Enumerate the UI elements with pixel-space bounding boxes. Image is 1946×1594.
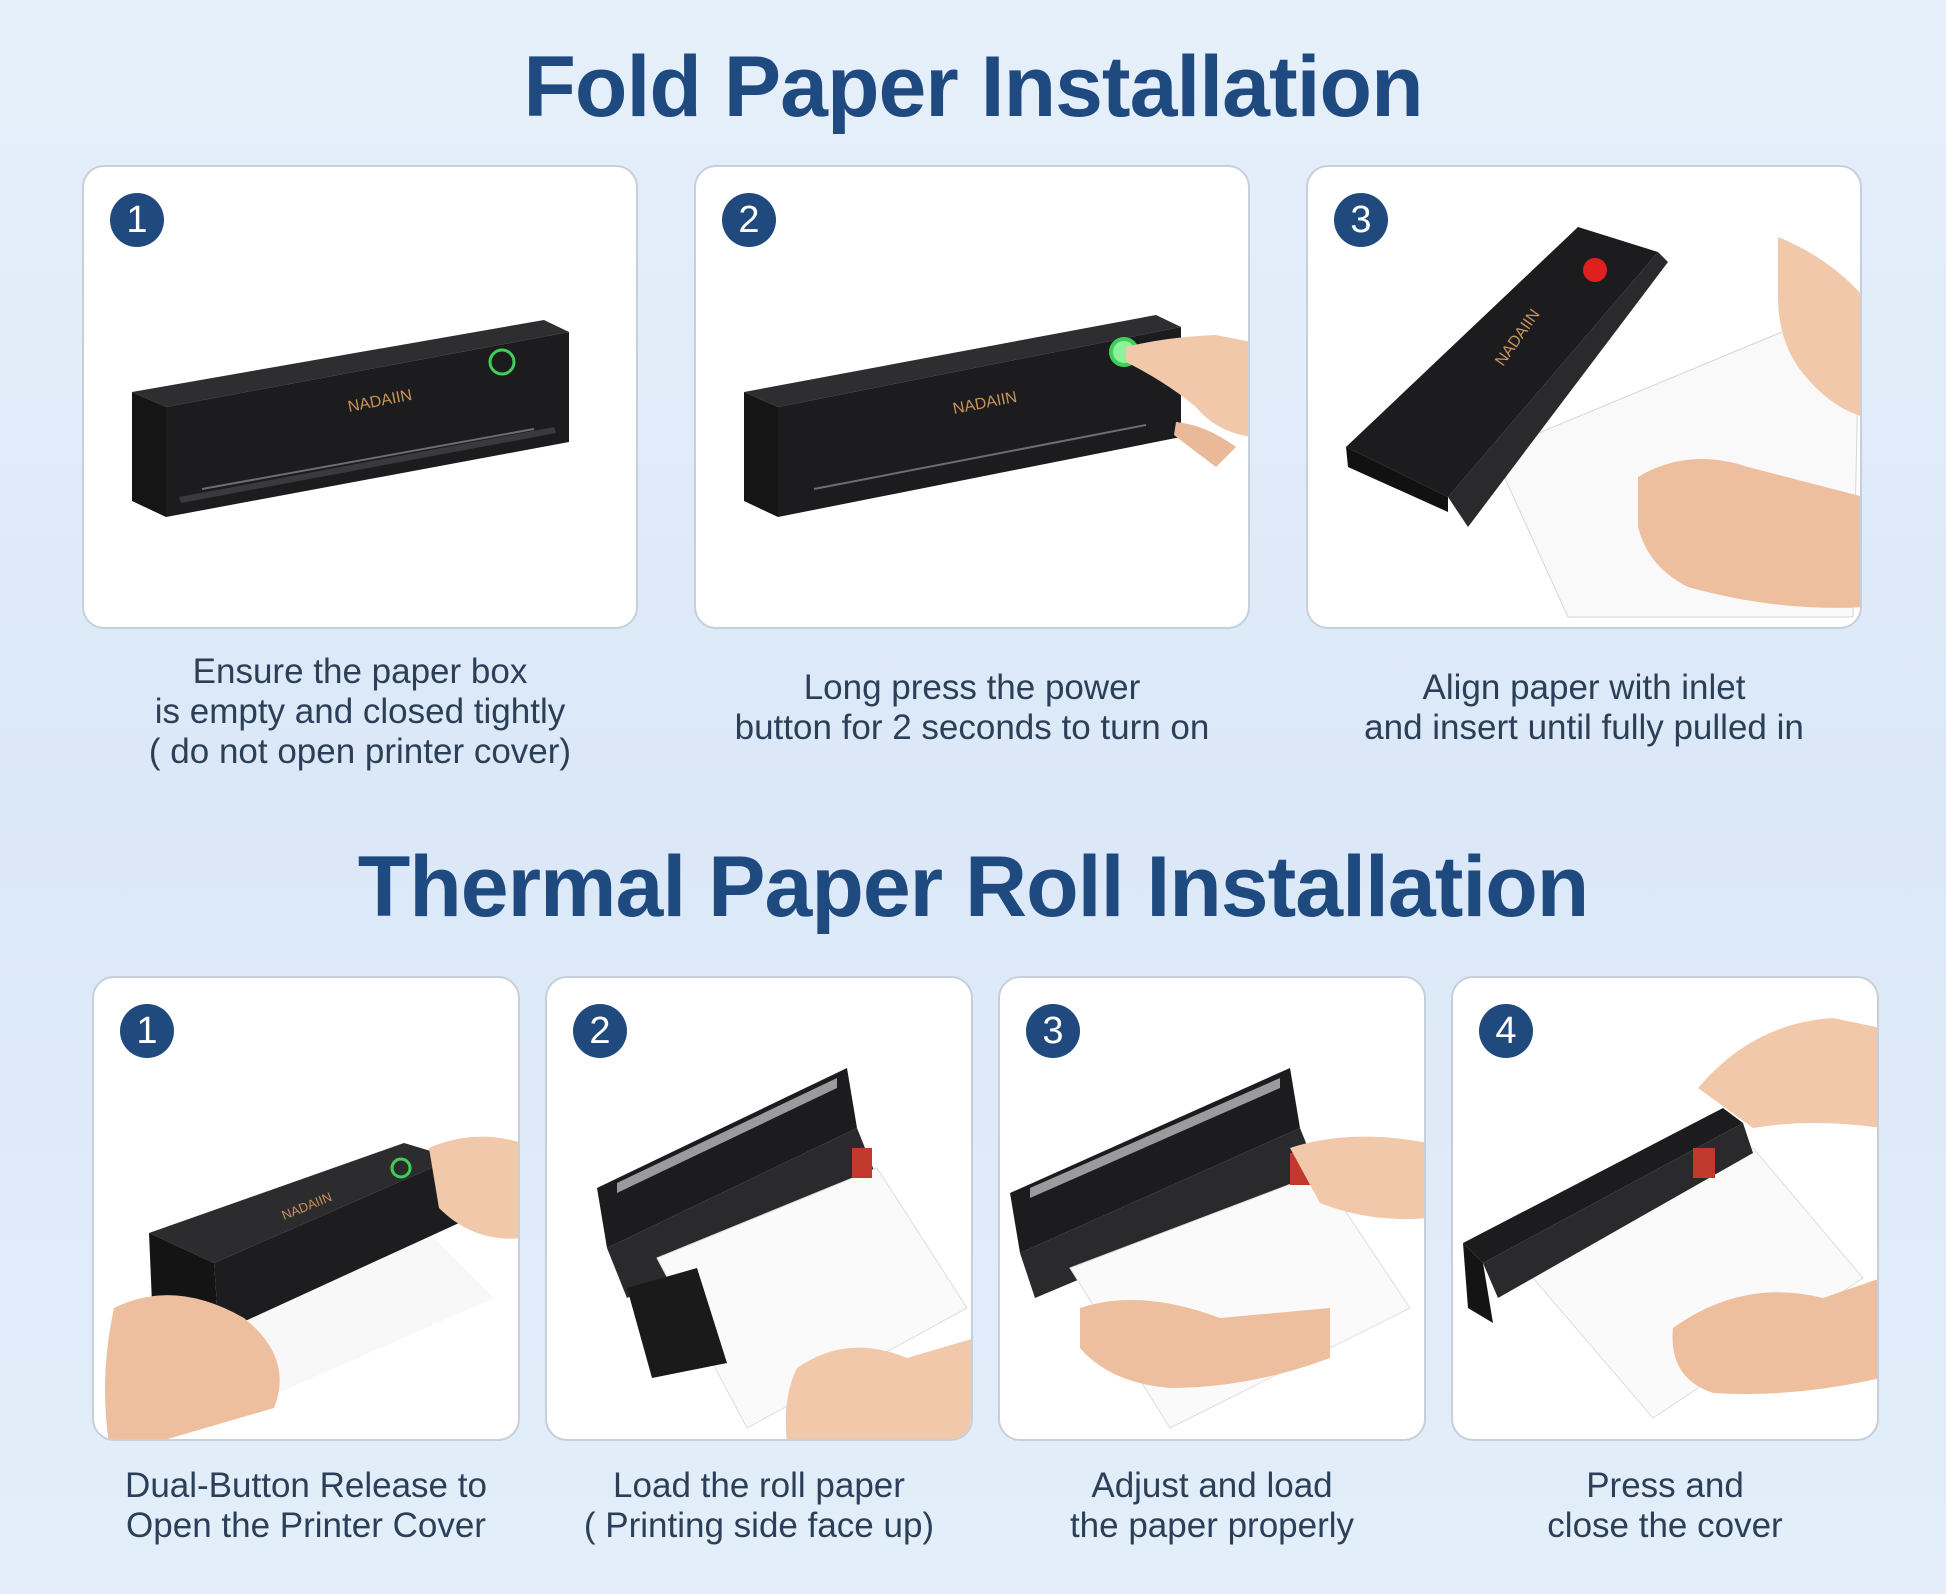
step-number-badge: 3 (1026, 1004, 1080, 1058)
power-led-icon (488, 348, 516, 376)
finger-icon (1126, 335, 1248, 437)
fold-step-1-card: 1 NADAIIN (82, 165, 638, 629)
roll-step-4-caption: Press and close the cover (1547, 1466, 1783, 1545)
printer-release-cover-image: NADAIIN (105, 1136, 518, 1439)
printer-closed-image: NADAIIN (132, 320, 569, 517)
roll-step-1-caption: Dual-Button Release to Open the Printer … (125, 1466, 487, 1545)
hand-icon (1080, 1300, 1330, 1388)
step-number-badge: 2 (722, 193, 776, 247)
power-led-icon (390, 1157, 412, 1179)
hand-icon (1778, 237, 1860, 416)
power-led-icon (1583, 258, 1607, 282)
printer-insert-paper-image: NADAIIN (1346, 227, 1860, 618)
roll-step-1-card: 1 NADAIIN (92, 976, 520, 1441)
step-number-badge: 4 (1479, 1004, 1533, 1058)
fold-paper-title: Fold Paper Installation (523, 39, 1423, 135)
hand-icon (1290, 1136, 1424, 1219)
roll-step-2-caption: Load the roll paper ( Printing side face… (583, 1466, 935, 1545)
printer-open-load-roll-image (597, 1068, 971, 1439)
fold-step-3-card: 3 NADAIIN (1306, 165, 1862, 629)
fold-step-2-caption: Long press the power button for 2 second… (734, 668, 1210, 747)
roll-step-3-card: 3 (998, 976, 1426, 1441)
printer-adjust-paper-image (1010, 1068, 1424, 1429)
step-number-badge: 3 (1334, 193, 1388, 247)
hand-icon (1672, 1279, 1877, 1394)
printer-close-cover-image (1463, 1018, 1877, 1419)
hand-icon (105, 1295, 280, 1439)
fold-step-3-caption: Align paper with inlet and insert until … (1364, 668, 1804, 747)
fold-step-2-card: 2 NADAIIN (694, 165, 1250, 629)
roll-step-2-card: 2 (545, 976, 973, 1441)
step-number-badge: 2 (573, 1004, 627, 1058)
roll-step-4-card: 4 (1451, 976, 1879, 1441)
roll-step-3-caption: Adjust and load the paper properly (1069, 1466, 1355, 1545)
hand-icon (1698, 1018, 1877, 1128)
hand-icon (429, 1136, 518, 1239)
thermal-roll-title: Thermal Paper Roll Installation (357, 839, 1590, 935)
printer-power-on-image: NADAIIN (744, 315, 1248, 517)
hand-icon (1638, 459, 1860, 608)
step-number-badge: 1 (110, 193, 164, 247)
hand-icon (785, 1339, 971, 1439)
fold-step-1-caption: Ensure the paper box is empty and closed… (148, 652, 572, 771)
step-number-badge: 1 (120, 1004, 174, 1058)
